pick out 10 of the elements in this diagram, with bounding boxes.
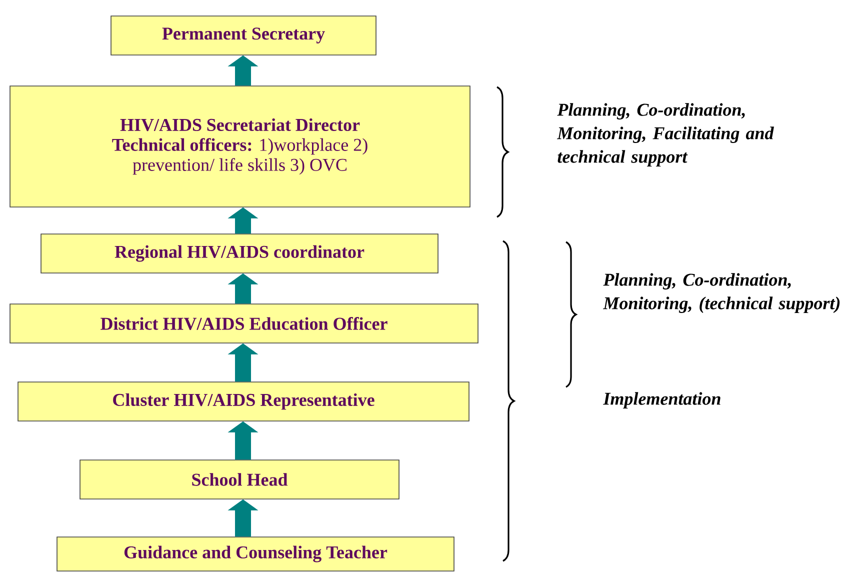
title-box: Cluster HIV/AIDS Representative bbox=[18, 382, 470, 422]
title-box: District HIV/AIDS Education Officer bbox=[10, 304, 478, 344]
title-box: Regional HIV/AIDS coordinator bbox=[40, 234, 438, 274]
title-box: School Head bbox=[80, 460, 400, 500]
annotation-text: Planning, Co-ordination, Monitoring, Facilitating and technical support bbox=[556, 103, 774, 166]
title-box: HIV/AIDS Secretariat Director Technical officers: 1)workplace 2) prevention/ life skills 3) OVC bbox=[10, 86, 470, 208]
annotation-text: Planning, Co-ordination, Monitoring, (technical support) bbox=[602, 273, 840, 313]
title-box: Guidance and Counseling Teacher bbox=[56, 536, 454, 572]
title-box: Permanent Secretary bbox=[110, 16, 376, 56]
annotation-text: Implementation bbox=[603, 392, 720, 408]
